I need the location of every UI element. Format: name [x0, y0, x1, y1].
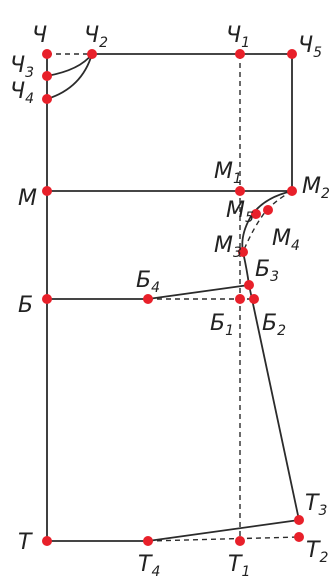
armhole-curve-m2-b3: [241, 190, 293, 286]
label-t1: Т1: [228, 552, 250, 580]
curve-ch4-ch2: [46, 53, 93, 100]
labels: Ч Ч2 Ч1 Ч5 Ч3 Ч4 М М1 М2 М5 М4 М3 Б Б4 Б…: [10, 23, 330, 580]
point-m1: [235, 186, 245, 196]
label-b4: Б4: [136, 268, 160, 296]
point-b4: [143, 294, 153, 304]
point-t3: [294, 515, 304, 525]
points: [42, 49, 304, 546]
label-ch4: Ч4: [10, 79, 34, 107]
point-ch5: [287, 49, 297, 59]
point-ch4: [42, 94, 52, 104]
label-ch: Ч: [32, 23, 47, 48]
point-m4: [263, 205, 273, 215]
point-ch2: [87, 49, 97, 59]
armhole-aux-curve-m2-m3: [242, 190, 293, 253]
label-b: Б: [18, 293, 33, 318]
curve-ch3-ch2: [46, 53, 93, 77]
label-ch2: Ч2: [84, 23, 108, 51]
label-m5: М5: [226, 198, 254, 226]
label-m3: М3: [214, 233, 242, 261]
point-b: [42, 294, 52, 304]
line-b4-b3: [147, 284, 250, 300]
point-t1: [235, 536, 245, 546]
point-m5: [251, 209, 261, 219]
point-b3: [244, 280, 254, 290]
point-ch1: [235, 49, 245, 59]
label-t3: Т3: [305, 491, 327, 519]
point-b2: [249, 294, 259, 304]
label-t4: Т4: [138, 552, 160, 580]
line-t4-t3: [147, 519, 300, 542]
label-ch1: Ч1: [226, 23, 250, 51]
label-b2: Б2: [262, 311, 286, 339]
label-ch3: Ч3: [10, 53, 34, 81]
label-t: Т: [18, 530, 33, 555]
label-m4: М4: [272, 226, 300, 254]
point-t2: [294, 532, 304, 542]
point-t: [42, 536, 52, 546]
dashed-lines: [47, 53, 300, 542]
label-b1: Б1: [210, 311, 234, 339]
point-t4: [143, 536, 153, 546]
label-m: М: [18, 186, 37, 211]
label-m2: М2: [302, 174, 330, 202]
label-m1: М1: [214, 159, 242, 187]
point-b1: [235, 294, 245, 304]
label-ch5: Ч5: [298, 33, 322, 61]
label-t2: Т2: [306, 538, 328, 566]
point-m3: [238, 247, 248, 257]
line-t4-t2: [147, 536, 300, 542]
point-m: [42, 186, 52, 196]
point-m2: [287, 186, 297, 196]
point-ch3: [42, 71, 52, 81]
solid-lines: [46, 53, 300, 542]
label-b3: Б3: [255, 257, 279, 285]
line-b3-t3: [248, 284, 300, 521]
point-ch: [42, 49, 52, 59]
